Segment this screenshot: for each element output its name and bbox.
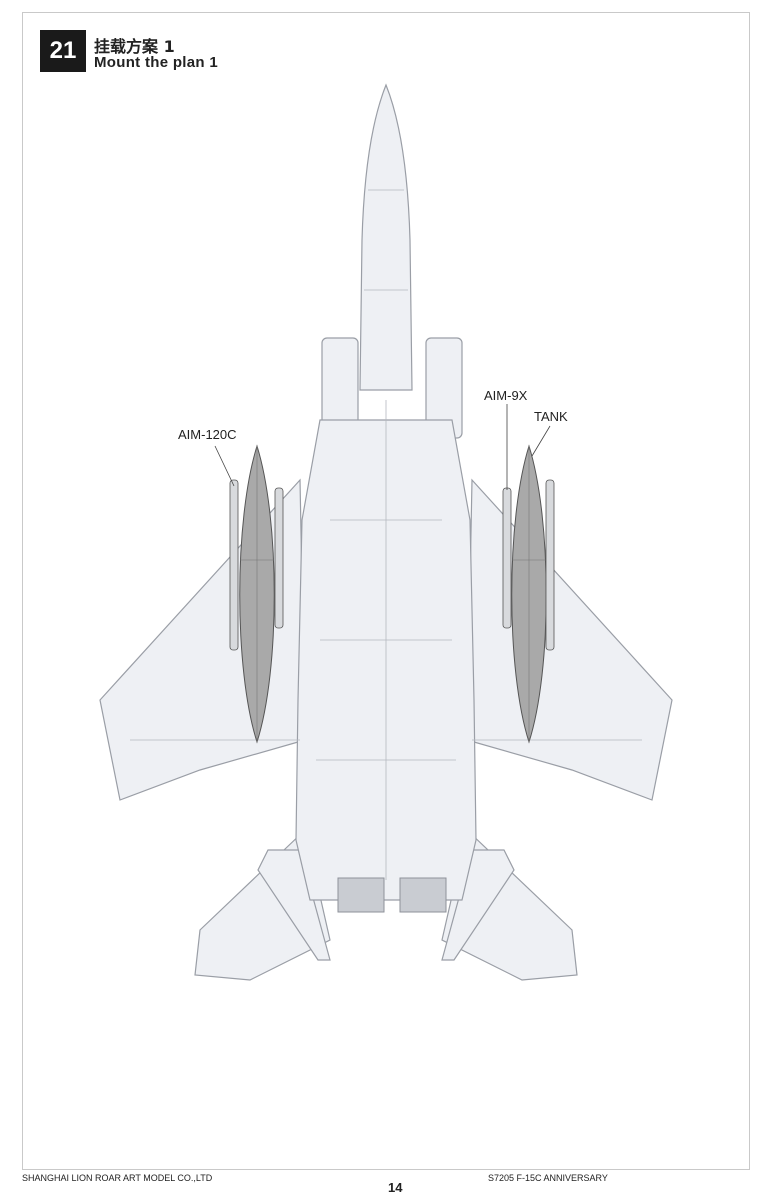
- footer-product: S7205 F-15C ANNIVERSARY: [488, 1173, 608, 1183]
- page-number: 14: [388, 1180, 403, 1195]
- left-missile-outer: [229, 479, 239, 651]
- right-wing: [466, 478, 673, 801]
- left-wing: [99, 478, 306, 801]
- callout-aim120c: AIM-120C: [178, 427, 237, 442]
- left-tail: [257, 849, 331, 961]
- right-missile-inner: [502, 487, 512, 629]
- step-title-chinese: 挂载方案 1: [94, 37, 175, 56]
- page-frame: [22, 12, 750, 1170]
- left-missile-inner: [274, 487, 284, 629]
- left-nozzle: [337, 877, 385, 913]
- nose-section: [359, 83, 413, 391]
- tank-leader: [531, 425, 551, 457]
- aim120c-leader: [214, 445, 235, 487]
- step-title-english: Mount the plan 1: [94, 54, 218, 71]
- right-store-station: [502, 444, 555, 744]
- callout-aim9x: AIM-9X: [484, 388, 528, 403]
- right-tail: [441, 849, 515, 961]
- right-missile-outer: [545, 479, 555, 651]
- callout-tank: TANK: [534, 409, 568, 424]
- step-number-badge: 21: [40, 30, 86, 72]
- right-nozzle: [399, 877, 447, 913]
- left-store-station: [229, 444, 284, 744]
- footer-company: SHANGHAI LION ROAR ART MODEL CO.,LTD: [22, 1173, 213, 1183]
